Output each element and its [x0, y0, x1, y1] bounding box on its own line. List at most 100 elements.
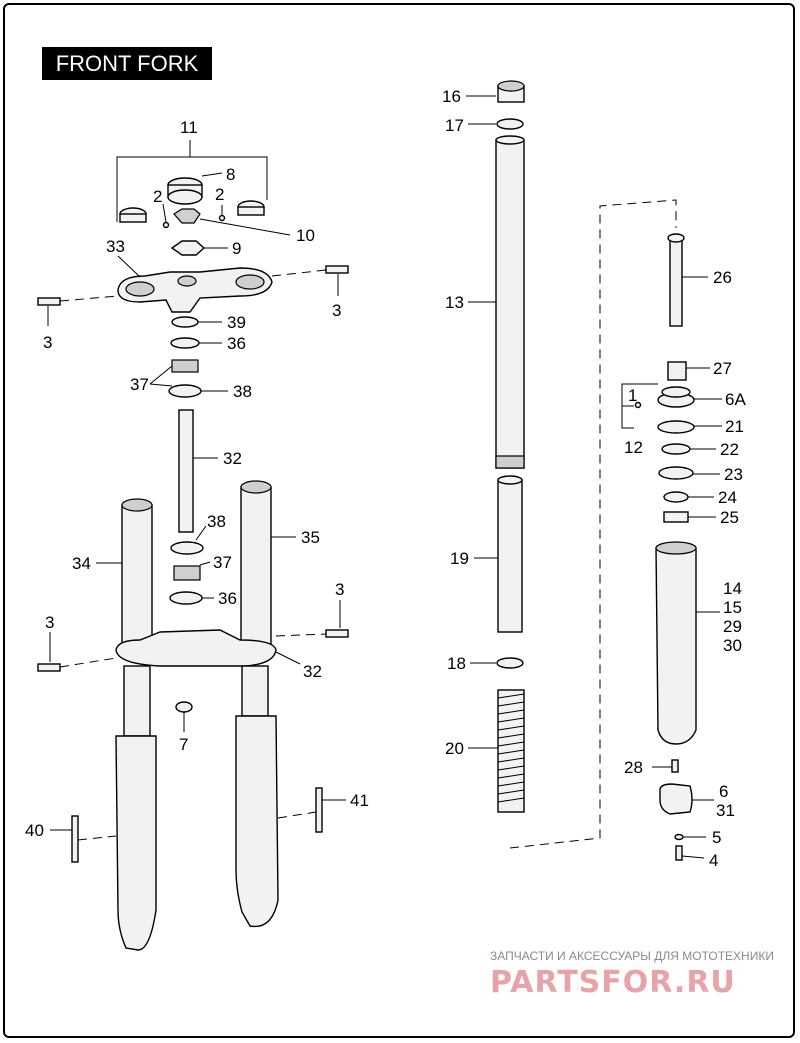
part-20-spring: [497, 689, 525, 813]
cap-16-top: [497, 80, 525, 92]
label-36b: 36: [218, 589, 237, 608]
label-1: 1: [628, 386, 637, 405]
part-27-bushing: [667, 361, 687, 381]
leader-2a: [162, 203, 167, 223]
label-37b: 37: [213, 553, 232, 572]
label-31: 31: [716, 801, 735, 820]
label-15: 15: [723, 598, 742, 617]
part-3-bolt-upper-left: [37, 297, 61, 306]
label-38a: 38: [233, 382, 252, 401]
part-3-bolt-upper-right: [325, 265, 349, 274]
label-29: 29: [723, 617, 742, 636]
part-35-tube-right: [240, 486, 272, 656]
label-3b: 3: [332, 301, 341, 320]
tube-left-lower: [123, 665, 151, 737]
part-38-cup-lower: [170, 541, 204, 555]
leader-37a: [149, 365, 173, 387]
leader-38b: [195, 525, 207, 541]
label-3c: 3: [45, 613, 54, 632]
part-2-screw-right: [218, 214, 226, 222]
upper-clamp-hole-left: [125, 281, 155, 297]
bracket-11: [116, 140, 268, 222]
label-23: 23: [724, 465, 743, 484]
leader-10: [199, 218, 291, 236]
dash-bolt-ll: [59, 657, 117, 668]
part-1-ball: [634, 401, 642, 409]
spacer-19-top: [497, 475, 523, 485]
diagram-title: FRONT FORK: [42, 47, 212, 80]
part-9-washer: [170, 240, 206, 256]
label-32a: 32: [223, 449, 242, 468]
tube-13-thread: [495, 455, 525, 469]
part-40-slider-left: [115, 735, 157, 951]
leader-33: [117, 255, 141, 278]
tube-13-top: [495, 135, 525, 145]
label-27: 27: [713, 359, 732, 378]
part-22-clip: [661, 443, 691, 455]
label-25: 25: [720, 508, 739, 527]
part-23-seal: [658, 466, 694, 480]
label-24: 24: [718, 488, 737, 507]
part-32-steerer: [178, 409, 194, 533]
part-36-race-lower: [169, 591, 203, 605]
leader-32b: [275, 651, 301, 665]
label-33: 33: [106, 237, 125, 256]
leader-8: [201, 172, 223, 177]
part-6-cap: [659, 783, 693, 815]
rod-26-top: [667, 233, 685, 243]
seal-6A-top: [661, 386, 691, 398]
label-3d: 3: [335, 580, 344, 599]
dash-plate-40: [77, 835, 117, 841]
label-40: 40: [25, 821, 44, 840]
part-39-seal: [171, 316, 199, 328]
leader-37b: [199, 561, 211, 566]
part-38-cup: [168, 384, 202, 398]
label-3a: 3: [43, 333, 52, 352]
spring-coils: [497, 693, 525, 803]
dash-bracket: [509, 199, 677, 849]
part-19-spacer: [497, 479, 523, 633]
part-10-nut: [173, 208, 201, 224]
part-3-bolt-lower-right: [325, 629, 349, 638]
part-18-washer: [496, 657, 524, 669]
label-37a: 37: [130, 375, 149, 394]
part-28-screw: [671, 759, 679, 773]
dash-bolt-ul: [59, 295, 119, 302]
label-13: 13: [445, 293, 464, 312]
label-35: 35: [301, 528, 320, 547]
label-26: 26: [713, 268, 732, 287]
leader-4: [681, 855, 705, 859]
part-25-bushing: [663, 511, 689, 523]
label-6: 6: [719, 782, 728, 801]
part-32-lower-clamp: [115, 629, 277, 667]
part-34-tube-left: [121, 504, 153, 656]
label-18: 18: [447, 654, 466, 673]
part-5-washer: [674, 833, 684, 841]
label-22: 22: [720, 440, 739, 459]
part-4-screw: [675, 845, 683, 861]
part-13-tube: [495, 139, 525, 469]
part-7-ring: [175, 701, 193, 713]
label-9: 9: [232, 239, 241, 258]
part-24-washer: [663, 491, 689, 503]
part-2-screw-left: [162, 221, 170, 229]
label-4: 4: [709, 851, 718, 870]
part-17-oring: [496, 118, 524, 130]
label-7: 7: [179, 735, 188, 754]
bracket-12: [621, 383, 658, 429]
label-20: 20: [445, 739, 464, 758]
part-36-race: [170, 337, 200, 349]
label-16: 16: [442, 87, 461, 106]
label-17: 17: [445, 116, 464, 135]
label-34: 34: [72, 554, 91, 573]
label-28: 28: [624, 758, 643, 777]
upper-clamp-hole-center: [177, 275, 197, 287]
part-37-bearing: [171, 359, 199, 373]
part-37-bearing-lower: [173, 565, 201, 581]
label-10: 10: [296, 226, 315, 245]
watermark-line2: PARTSFOR.RU: [490, 965, 736, 1000]
label-32b: 32: [303, 662, 322, 681]
part-11-cap-right-body: [237, 206, 265, 216]
part-3-bolt-lower-left: [37, 663, 61, 672]
